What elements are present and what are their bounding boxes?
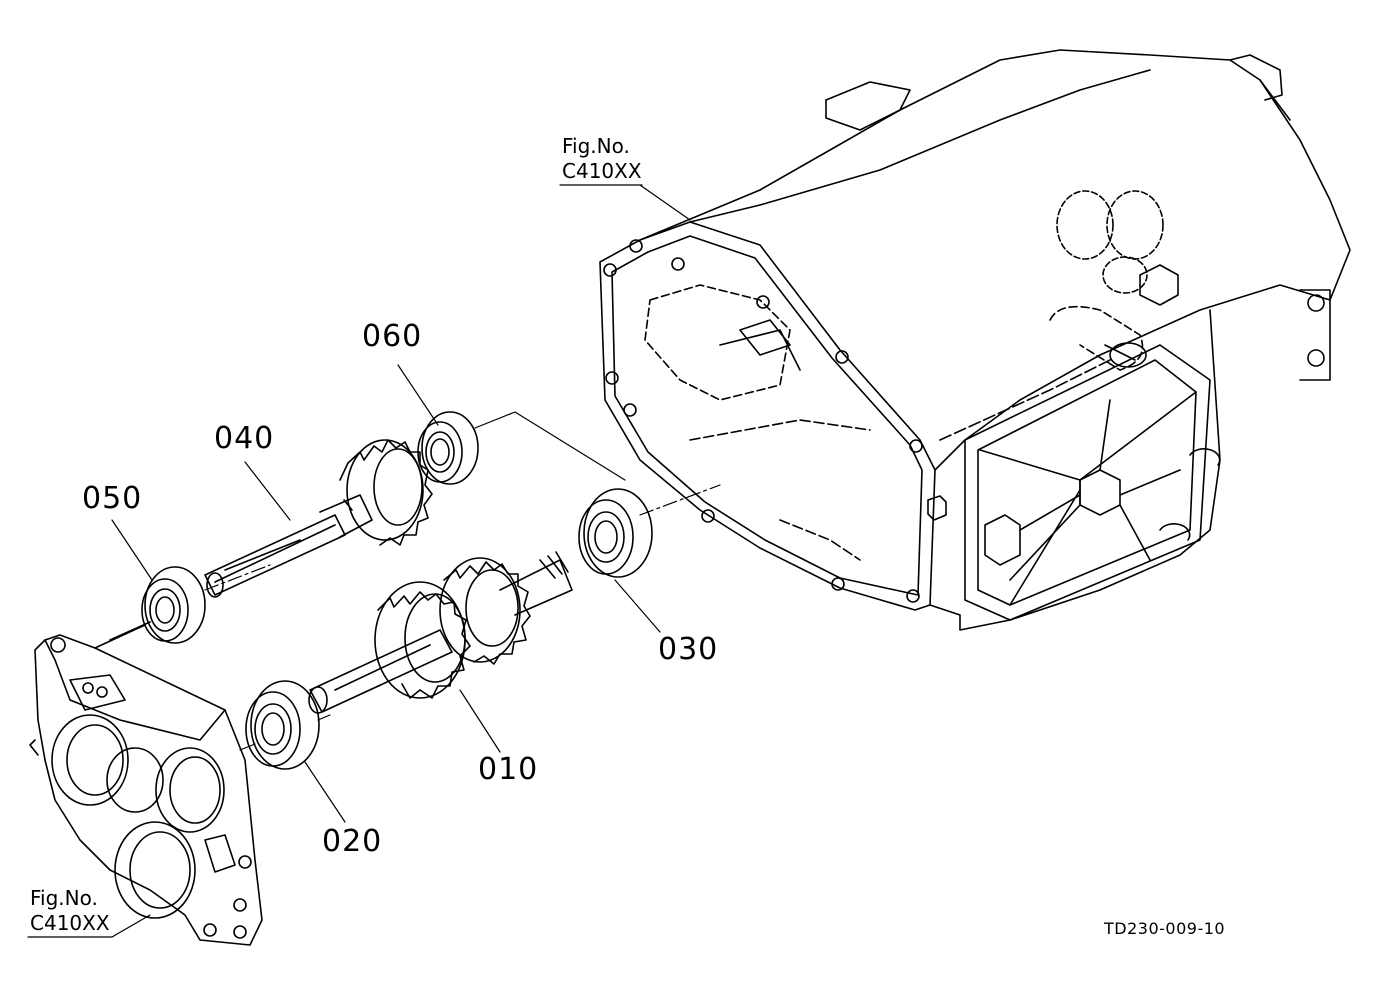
transmission-case xyxy=(599,49,1351,631)
shaft-040 xyxy=(204,494,373,598)
bearing-060 xyxy=(417,411,479,485)
callout-040: 040 xyxy=(214,421,275,456)
leader-lines xyxy=(27,184,691,938)
fig-reference-upper: Fig.No. C410XX xyxy=(562,134,642,184)
front-cover-plate xyxy=(29,621,263,946)
gear-010-small xyxy=(374,581,471,699)
callout-050: 050 xyxy=(82,481,143,516)
gear-010-large xyxy=(439,557,531,665)
shaft-010 xyxy=(308,551,573,714)
callout-020: 020 xyxy=(322,824,383,859)
bearing-030 xyxy=(578,488,653,578)
fig-reference-upper-line2: C410XX xyxy=(562,159,642,183)
fig-reference-lower-line2: C410XX xyxy=(30,911,110,935)
callout-060: 060 xyxy=(362,319,423,354)
fig-reference-lower: Fig.No. C410XX xyxy=(30,886,110,936)
bearing-020 xyxy=(245,680,320,770)
callout-030: 030 xyxy=(658,632,719,667)
bearing-050 xyxy=(141,566,206,644)
fig-reference-upper-line1: Fig.No. xyxy=(562,134,630,158)
drawing-code: TD230-009-10 xyxy=(1104,919,1226,938)
callout-010: 010 xyxy=(478,752,539,787)
gear-040 xyxy=(339,439,433,546)
fig-reference-lower-line1: Fig.No. xyxy=(30,886,98,910)
